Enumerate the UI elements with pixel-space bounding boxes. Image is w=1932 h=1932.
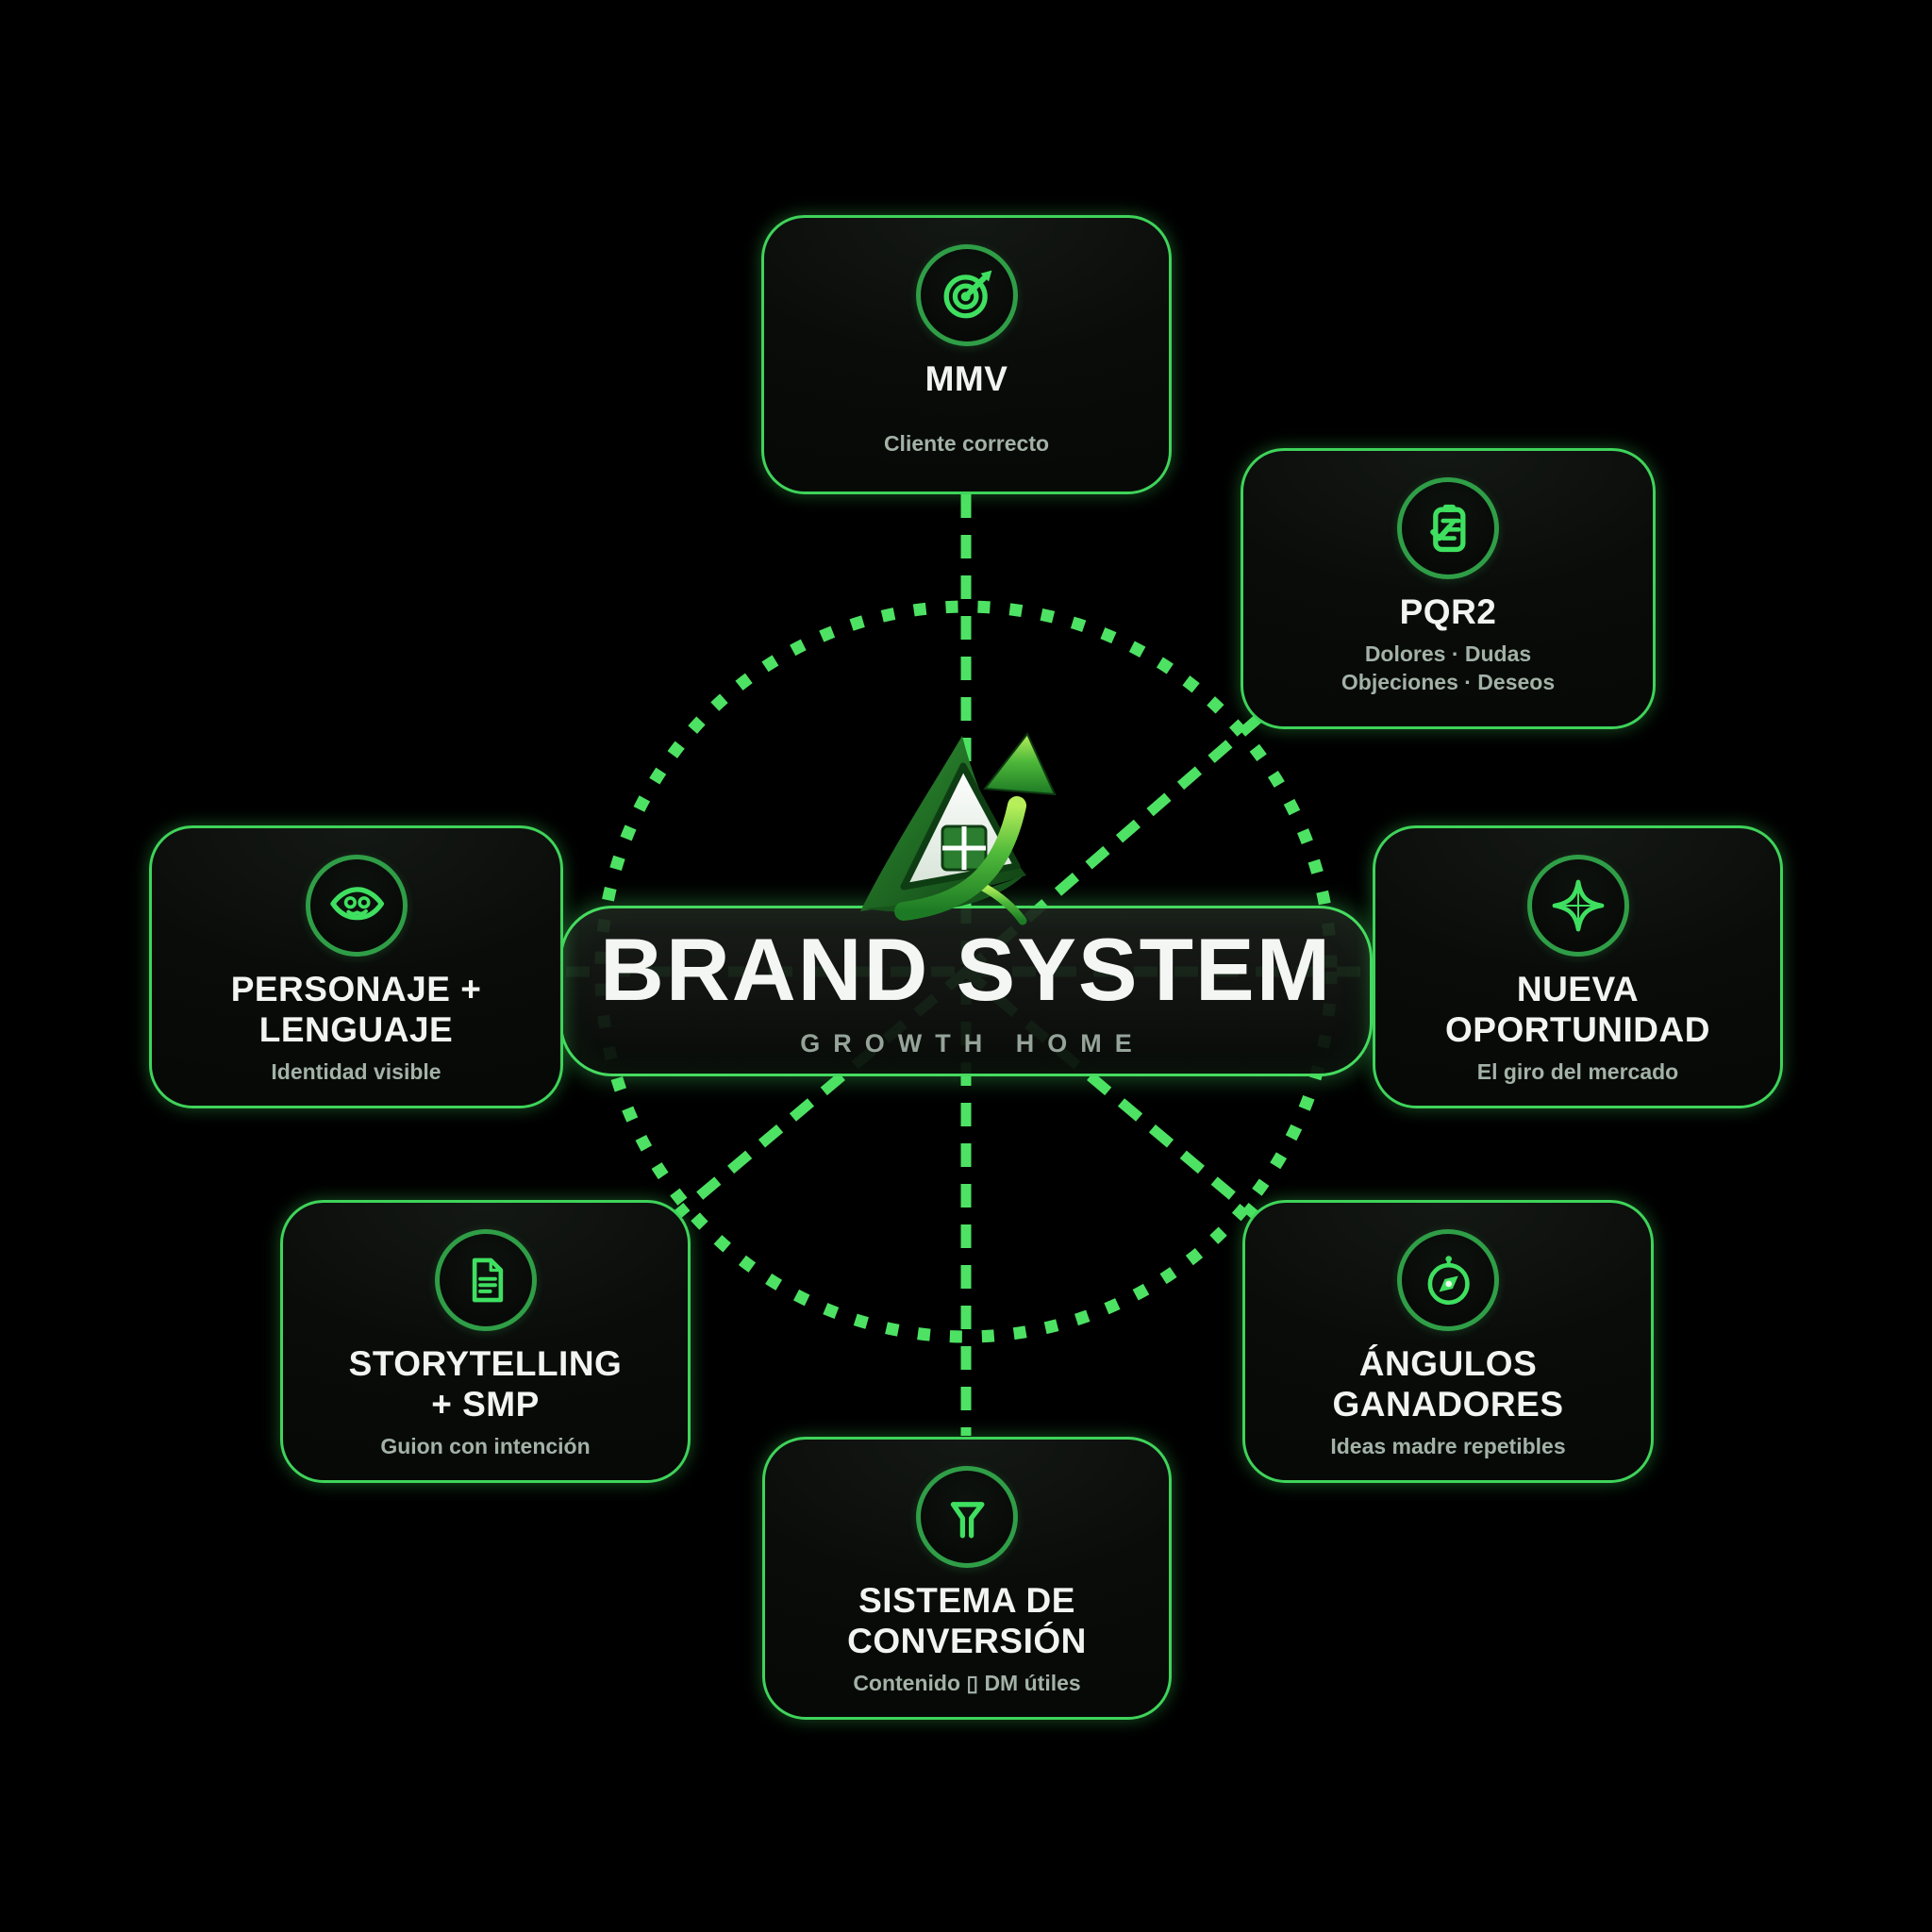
four-point-star-icon bbox=[1552, 879, 1604, 932]
card-subtitle: Ideas madre repetibles bbox=[1330, 1433, 1566, 1458]
compass-icon bbox=[1427, 1256, 1470, 1306]
card-nueva-oportunidad: NUEVA OPORTUNIDAD El giro del mercado bbox=[1373, 825, 1783, 1108]
card-subtitle: Identidad visible bbox=[271, 1058, 441, 1084]
spoke-lower-left bbox=[664, 967, 970, 1227]
card-title: NUEVA OPORTUNIDAD bbox=[1445, 970, 1710, 1049]
card-title: STORYTELLING + SMP bbox=[348, 1344, 623, 1424]
card-sistema-de-conversion: SISTEMA DE CONVERSIÓN Contenido ▯ DM úti… bbox=[762, 1437, 1172, 1720]
card-title: MMV bbox=[924, 359, 1008, 398]
card-subtitle: Cliente correcto bbox=[883, 430, 1050, 456]
card-personaje-lenguaje: PERSONAJE + LENGUAJE Identidad visible bbox=[149, 825, 563, 1108]
card-pqr2: PQR2 Dolores · Dudas Objeciones · Deseos bbox=[1241, 448, 1656, 729]
spoke-upper-right bbox=[962, 710, 1266, 976]
card-storytelling-smp: STORYTELLING + SMP Guion con intención bbox=[280, 1200, 691, 1483]
spoke-lower-right bbox=[962, 967, 1268, 1227]
card-mmv: MMV Cliente correcto bbox=[761, 215, 1172, 494]
mask-eyes-icon bbox=[329, 887, 384, 921]
card-subtitle: Guion con intención bbox=[380, 1433, 591, 1458]
card-angulos-ganadores: ÁNGULOS GANADORES Ideas madre repetibles bbox=[1242, 1200, 1654, 1483]
card-subtitle: Dolores · Dudas Objeciones · Deseos bbox=[1341, 641, 1556, 694]
target-arrow-icon bbox=[943, 270, 991, 319]
banner-subtitle: GROWTH HOME bbox=[800, 1029, 1145, 1058]
card-title: ÁNGULOS GANADORES bbox=[1332, 1344, 1564, 1424]
growth-home-house-arrow-logo bbox=[860, 732, 1057, 925]
card-title: PQR2 bbox=[1399, 592, 1497, 631]
center-banner: BRAND SYSTEM GROWTH HOME bbox=[559, 906, 1373, 1076]
funnel-icon bbox=[950, 1502, 985, 1539]
document-icon bbox=[472, 1257, 503, 1303]
card-subtitle: Contenido ▯ DM útiles bbox=[853, 1670, 1081, 1695]
banner-title: BRAND SYSTEM bbox=[599, 920, 1333, 1019]
clipboard-check-icon bbox=[1430, 504, 1466, 553]
card-title: SISTEMA DE CONVERSIÓN bbox=[847, 1581, 1087, 1660]
card-subtitle: El giro del mercado bbox=[1476, 1058, 1679, 1084]
card-title: PERSONAJE + LENGUAJE bbox=[230, 970, 482, 1049]
